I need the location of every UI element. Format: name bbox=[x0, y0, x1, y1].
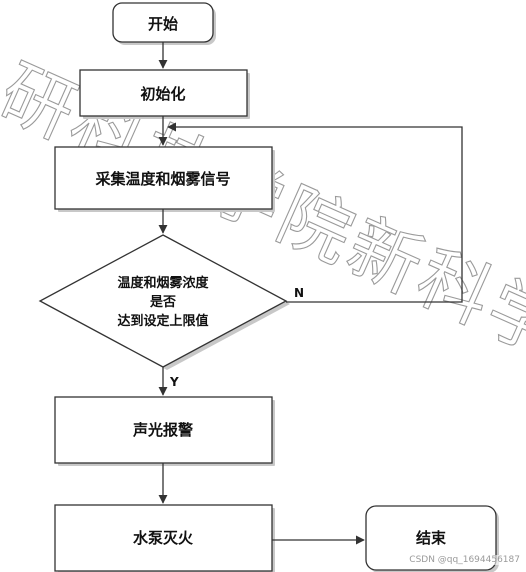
alarm-box bbox=[54, 396, 273, 464]
watermark: 研科技学院新科学院 bbox=[0, 49, 526, 404]
decision-line-3: 达到设定上限值 bbox=[117, 313, 208, 329]
branch-yes-label: Y bbox=[169, 375, 179, 389]
alarm-label: 声光报警 bbox=[132, 421, 193, 439]
end-label: 结束 bbox=[416, 529, 447, 547]
arrow-loop-back bbox=[167, 122, 463, 303]
branch-no-label: N bbox=[294, 286, 304, 300]
footer-credit: CSDN @qq_1694456187 bbox=[409, 555, 520, 565]
end-node bbox=[365, 505, 497, 571]
collect-label: 采集温度和烟雾信号 bbox=[94, 170, 230, 188]
init-box bbox=[79, 69, 248, 117]
start-node bbox=[112, 2, 214, 43]
collect-box bbox=[54, 146, 273, 210]
decision-diamond bbox=[38, 234, 288, 368]
decision-line-2: 是否 bbox=[149, 295, 176, 310]
decision-line-1: 温度和烟雾浓度 bbox=[117, 275, 209, 291]
pump-label: 水泵灭火 bbox=[133, 529, 194, 547]
init-label: 初始化 bbox=[140, 85, 185, 103]
pump-box bbox=[54, 504, 273, 572]
start-label: 开始 bbox=[148, 15, 178, 33]
